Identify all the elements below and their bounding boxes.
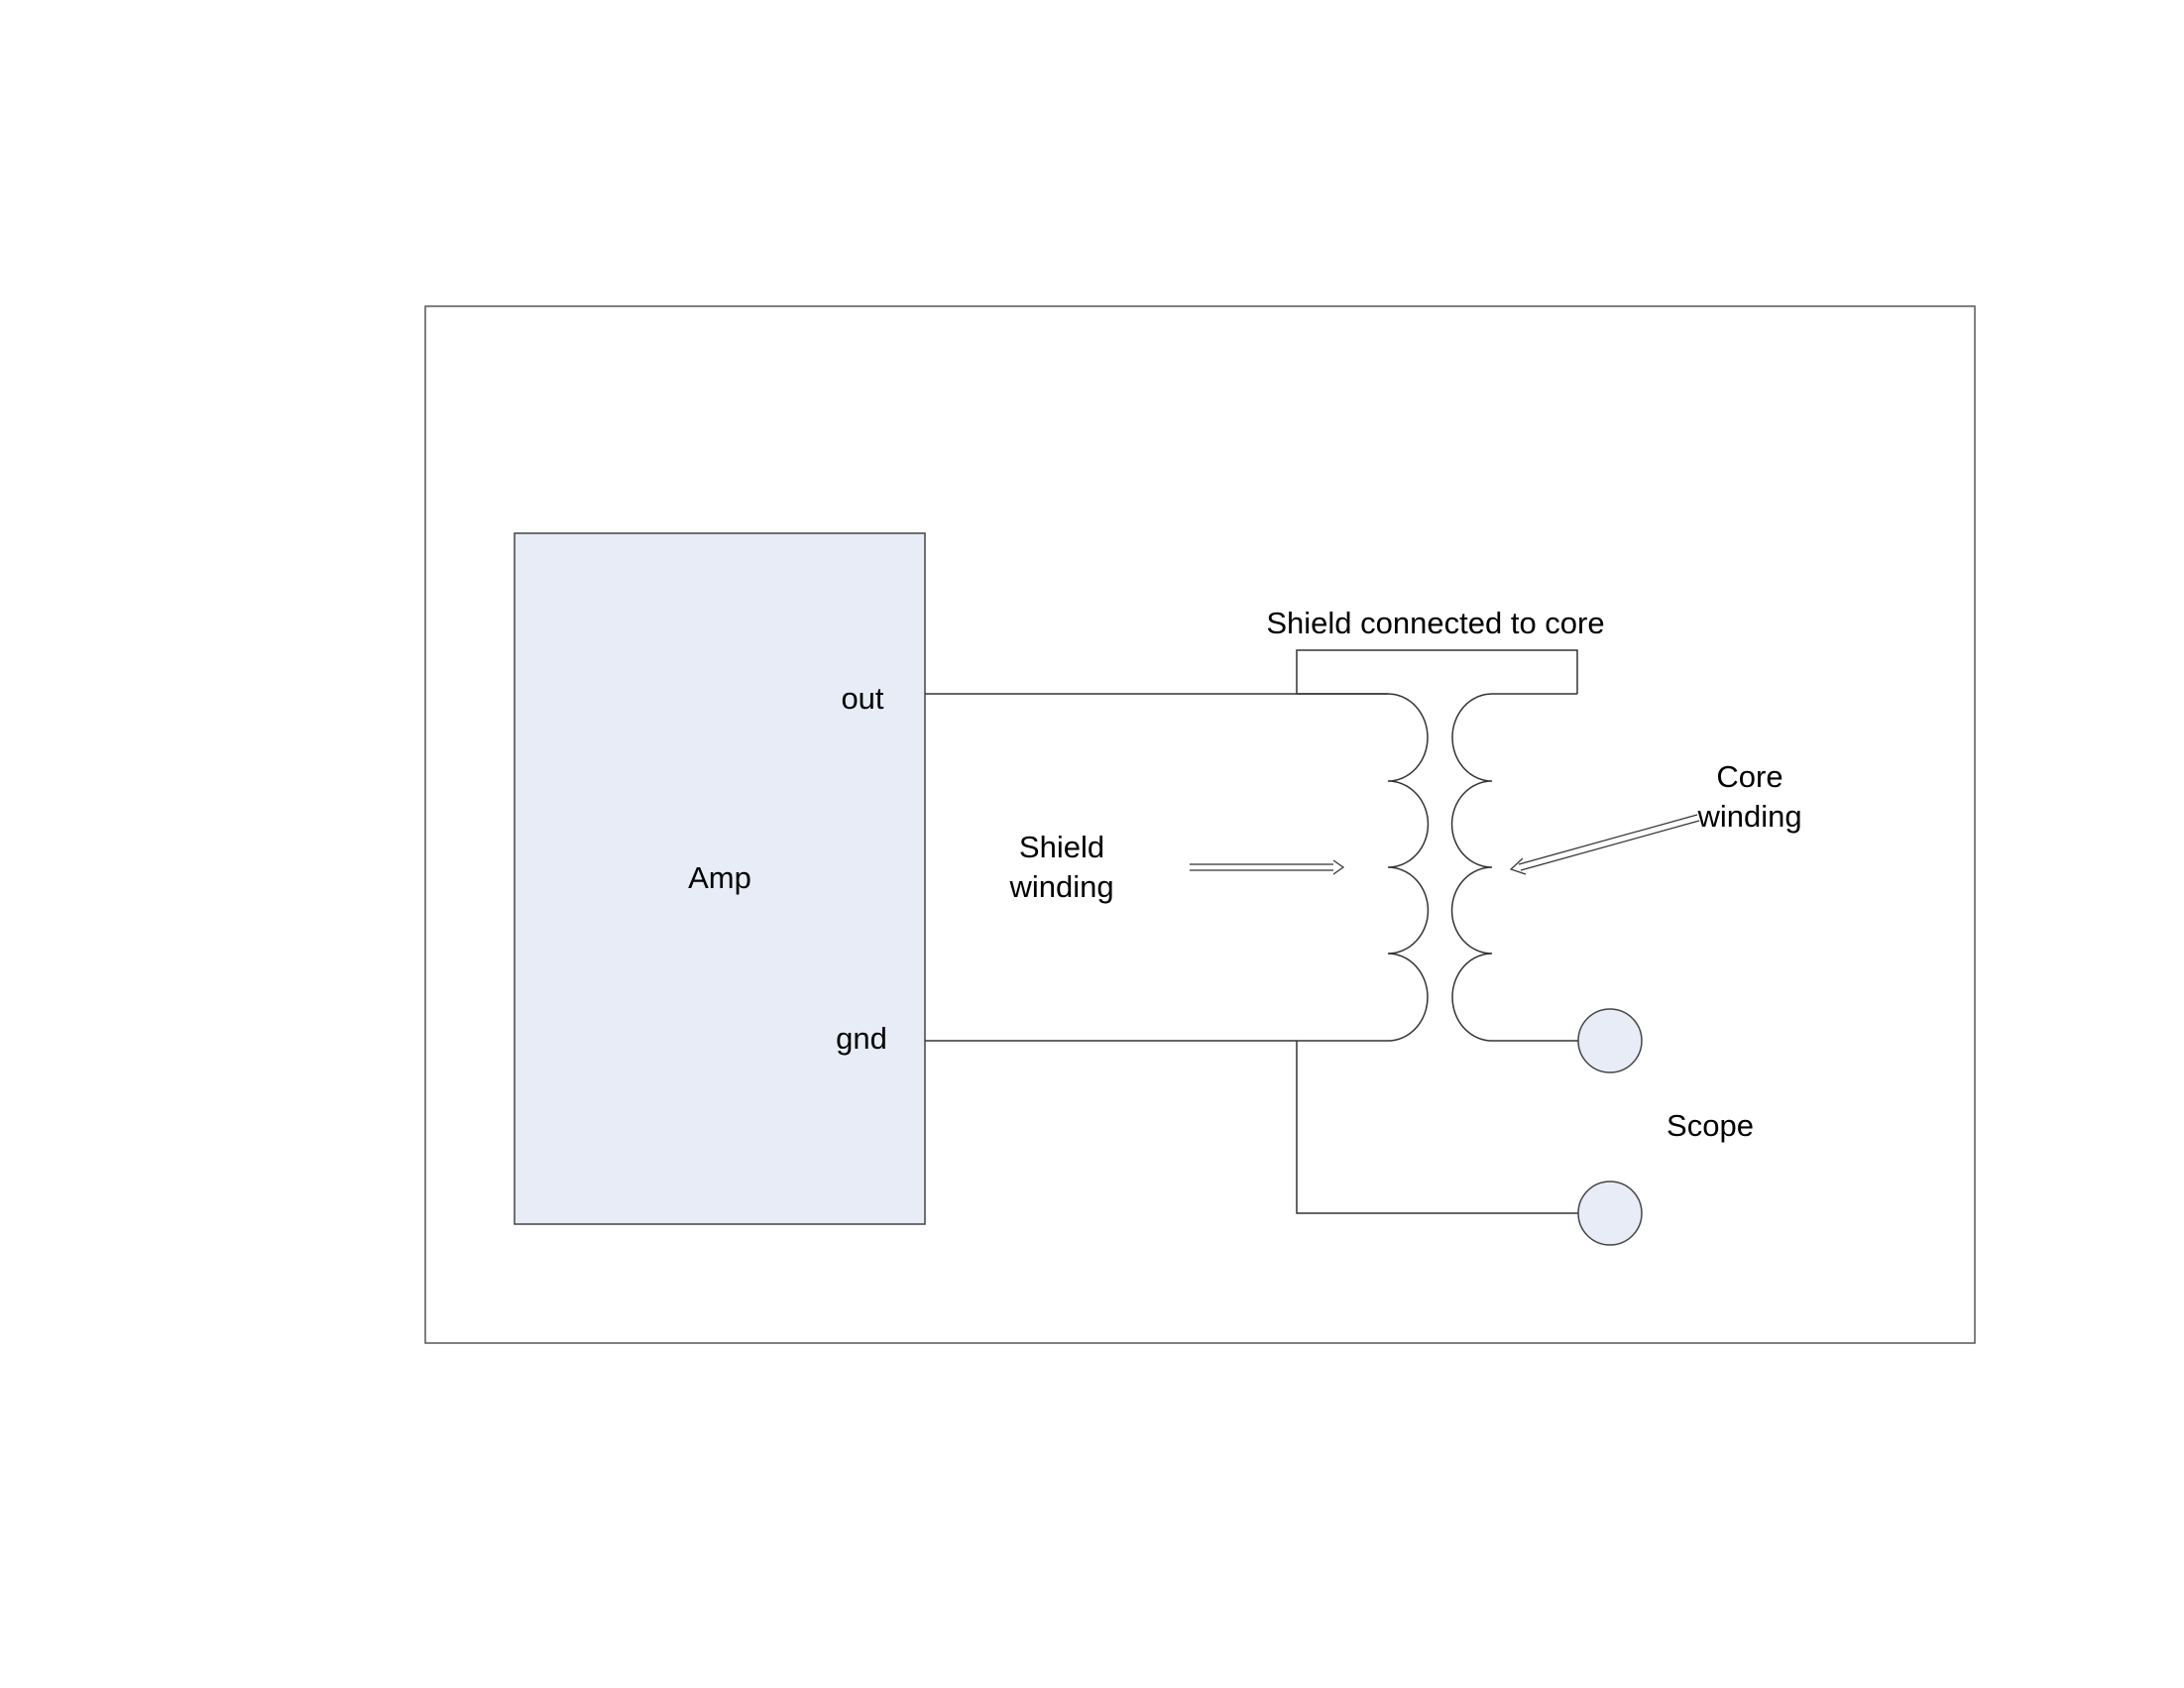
shield-winding-label-line1: Shield — [1019, 830, 1104, 864]
scope-terminal-bottom — [1577, 1181, 1643, 1246]
shield-connection-label: Shield connected to core — [1266, 606, 1604, 640]
shield-winding — [1387, 693, 1430, 1042]
shield-core-connection — [1296, 649, 1578, 694]
core-winding — [1450, 693, 1493, 1042]
scope-terminal-top — [1577, 1008, 1643, 1073]
core-winding-arrow — [1509, 814, 1700, 875]
amp-gnd-label: gnd — [836, 1021, 887, 1056]
shield-winding-label-line2: winding — [1008, 869, 1113, 904]
amp-label: Amp — [688, 860, 751, 895]
shield-winding-arrow — [1190, 859, 1345, 875]
core-winding-label-line2: winding — [1696, 799, 1801, 834]
scope-label: Scope — [1667, 1108, 1754, 1143]
amp-out-label: out — [841, 681, 883, 716]
gnd-to-scope-wire — [1296, 1041, 1581, 1214]
amp-block — [514, 532, 926, 1225]
core-winding-label-line1: Core — [1716, 759, 1782, 794]
